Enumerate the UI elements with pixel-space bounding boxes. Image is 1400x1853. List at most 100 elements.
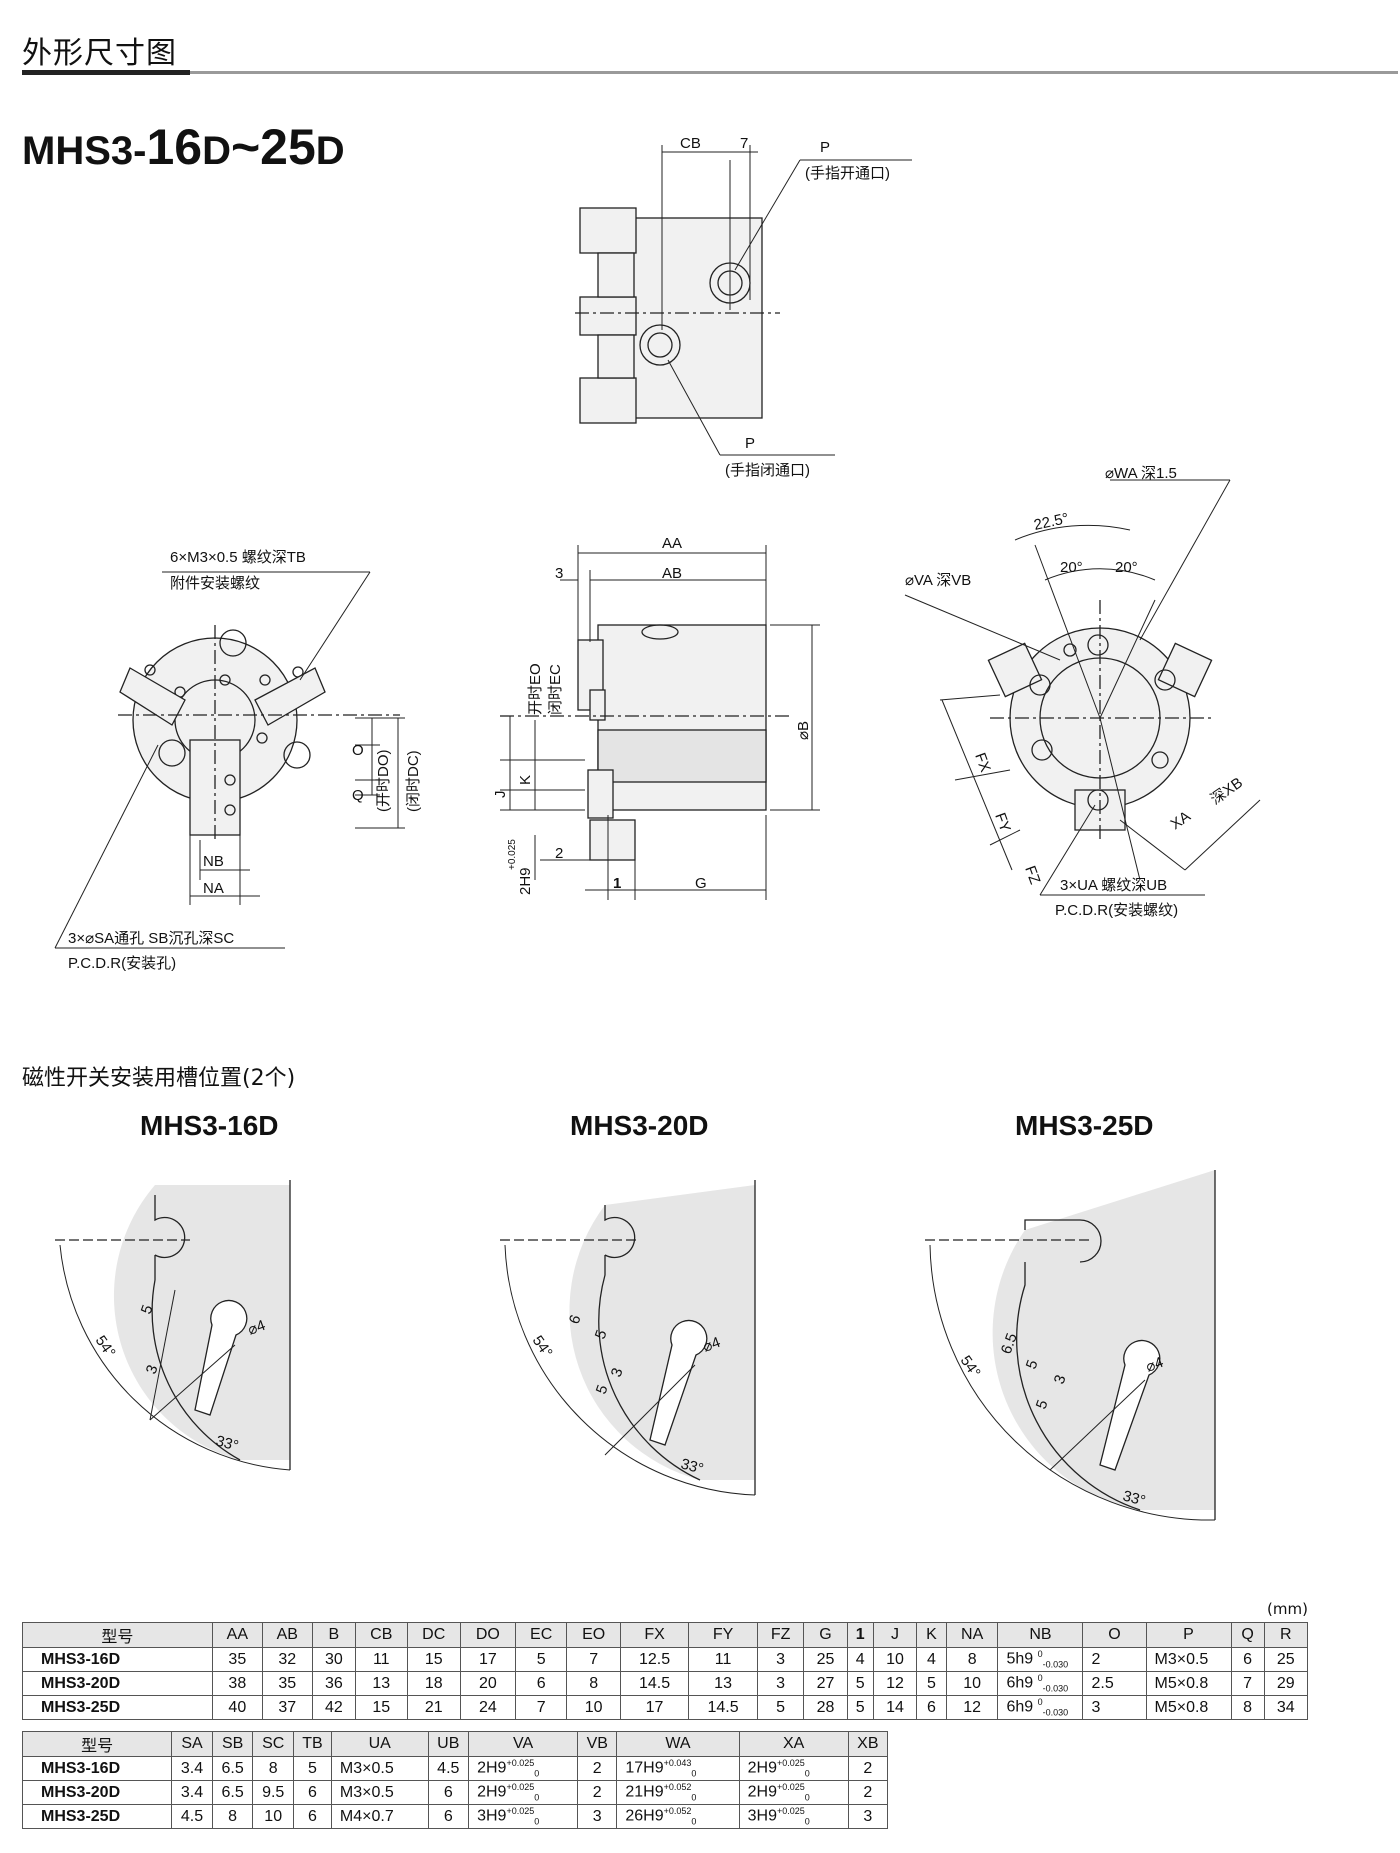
dim-ec: 闭时EC (547, 664, 564, 715)
dimension-table-1: 型号 AA AB B CB DC DO EC EO FX FY FZ G 1 J… (22, 1622, 1309, 1720)
side-view (500, 545, 820, 900)
slot-section-title: 磁性开关安装用槽位置(2个) (22, 1066, 296, 1091)
dimension-table-2: 型号 SA SB SC TB UA UB VA VB WA XA XB MHS3… (21, 1731, 889, 1829)
dim-1: 1 (613, 875, 621, 892)
col-header: FY (688, 1622, 758, 1648)
angle-20-a: 20° (1060, 559, 1083, 576)
col-header: J (872, 1622, 918, 1648)
col-header: FX (619, 1622, 690, 1648)
col-header: UA (330, 1731, 429, 1757)
slot-16d-angle-b: 33° (214, 1432, 240, 1454)
dim-2: 2 (555, 845, 563, 862)
dim-fz: FZ (1021, 864, 1043, 887)
thread-ua-note: 3×UA 螺纹深UB (1060, 877, 1167, 894)
tol-upper: +0.025 (507, 839, 518, 870)
col-header: UB (427, 1731, 470, 1757)
dim-xa: XA (1168, 808, 1194, 833)
col-header: TB (293, 1731, 332, 1757)
port-close-p: P (745, 435, 755, 452)
col-header: AB (261, 1622, 313, 1648)
col-header: 1 (846, 1622, 874, 1648)
col-header: EC (514, 1622, 568, 1648)
slot-20d-title: MHS3-20D (570, 1110, 709, 1141)
col-header: SC (252, 1731, 294, 1757)
angle-20-b: 20° (1115, 559, 1138, 576)
col-header: VA (468, 1731, 579, 1757)
dim-k: K (517, 775, 534, 785)
dim-q: Q (352, 787, 364, 804)
col-header: XA (738, 1731, 849, 1757)
dim-ab: AB (662, 565, 682, 582)
table-header-row: 型号 AA AB B CB DC DO EC EO FX FY FZ G 1 J… (22, 1622, 1309, 1648)
slot-16d-angle-a: 54° (92, 1333, 119, 1361)
dim-b: ⌀B (795, 721, 812, 740)
model-range-title: MHS3-16D~25D (22, 119, 345, 175)
dim-aa: AA (662, 535, 682, 552)
col-header: CB (354, 1622, 408, 1648)
col-header: AA (211, 1622, 263, 1648)
table-header-row: 型号 SA SB SC TB UA UB VA VB WA XA XB (21, 1731, 889, 1757)
pcdr-hole-note: P.C.D.R(安装孔) (68, 955, 176, 972)
port-close-note: (手指闭通口) (725, 462, 810, 479)
slot-20d-phi: ⌀4 (701, 1334, 723, 1356)
pcdr-thread-note: P.C.D.R(安装螺纹) (1055, 902, 1178, 919)
col-header: EO (566, 1622, 621, 1648)
col-header: R (1263, 1622, 1309, 1648)
port-open-p: P (820, 139, 830, 156)
slot-16d-phi: ⌀4 (246, 1317, 268, 1339)
dim-3: 3 (555, 565, 563, 582)
top-view (575, 145, 912, 456)
unit-label: (mm) (1267, 1600, 1308, 1618)
dim-cb: CB (680, 135, 701, 152)
col-header: 型号 (22, 1622, 213, 1648)
header-rule-dark (22, 70, 190, 75)
front-view (54, 571, 405, 949)
slot-view-16d (55, 1180, 291, 1471)
col-header: O (1082, 1622, 1147, 1648)
col-header: VB (577, 1731, 618, 1757)
dim-do: (开时DO) (375, 750, 392, 813)
thread-note: 6×M3×0.5 螺纹深TB (170, 549, 306, 566)
col-header: WA (616, 1731, 740, 1757)
col-header: NA (945, 1622, 999, 1648)
col-header: SB (211, 1731, 254, 1757)
col-header: FZ (756, 1622, 805, 1648)
col-header: DO (459, 1622, 516, 1648)
angle-22-5: 22.5° (1032, 510, 1070, 534)
col-header: SA (171, 1731, 213, 1757)
slot-view-20d (500, 1180, 756, 1496)
rear-view (904, 479, 1261, 896)
dim-o: O (352, 742, 364, 759)
slot-25d-angle-b: 33° (1121, 1487, 1147, 1509)
col-header: DC (406, 1622, 461, 1648)
dim-eo: 开时EO (527, 663, 544, 715)
dim-fx: FX (971, 751, 994, 775)
slot-25d-angle-a: 54° (957, 1353, 984, 1381)
col-header: G (803, 1622, 848, 1648)
slot-view-25d (925, 1170, 1216, 1521)
dim-nb: NB (203, 853, 224, 870)
slot-20d-angle-b: 33° (679, 1455, 705, 1477)
col-header: 型号 (21, 1731, 173, 1757)
dim-2h9: 2H9 (517, 867, 534, 895)
dim-wa: ⌀WA 深1.5 (1105, 465, 1177, 482)
dim-j: J (492, 791, 509, 799)
col-header: NB (997, 1622, 1084, 1648)
slot-20d-angle-a: 54° (529, 1333, 556, 1361)
dim-fy: FY (991, 811, 1014, 835)
col-header: XB (847, 1731, 889, 1757)
col-header: B (311, 1622, 356, 1648)
dim-va: ⌀VA 深VB (905, 572, 971, 589)
slot-25d-d1: 6.5 (998, 1331, 1021, 1356)
page-header-title: 外形尺寸图 (22, 36, 177, 71)
dim-xb: 深XB (1208, 774, 1246, 808)
mount-hole-note: 3×⌀SA通孔 SB沉孔深SC (68, 930, 234, 947)
dim-dc: (闭时DC) (405, 750, 422, 812)
dim-7: 7 (740, 135, 748, 152)
